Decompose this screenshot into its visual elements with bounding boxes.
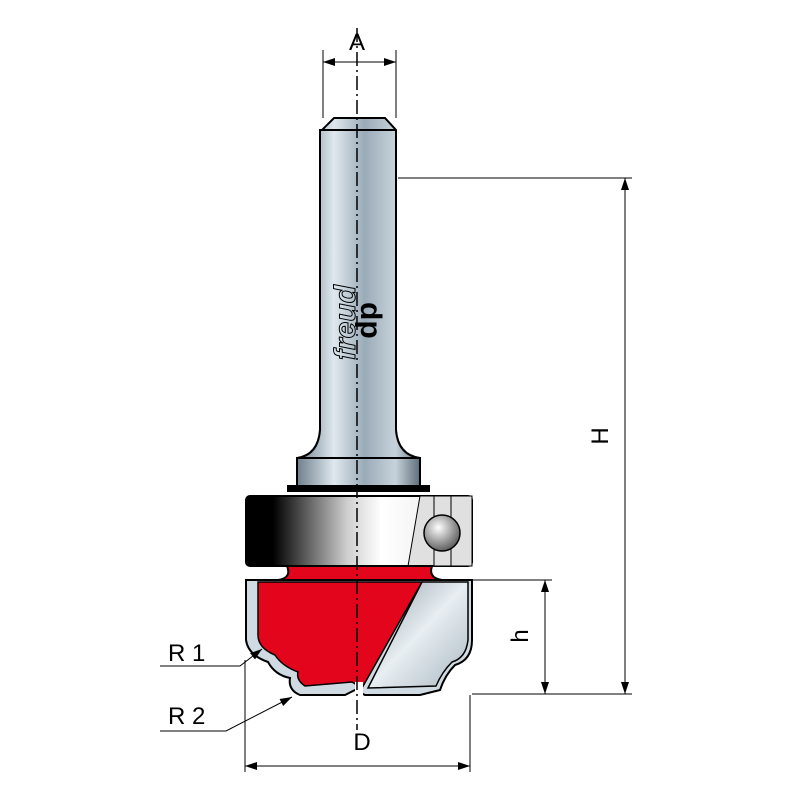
svg-text:R 2: R 2 — [168, 703, 205, 730]
cutter — [245, 579, 473, 696]
radius-R2-callout: R 2 — [160, 696, 293, 732]
svg-text:h: h — [507, 629, 534, 642]
svg-text:dp: dp — [354, 302, 387, 339]
svg-text:R 1: R 1 — [168, 640, 205, 667]
dimension-D: D — [244, 660, 471, 772]
svg-text:H: H — [587, 427, 614, 444]
dimension-A: A — [322, 29, 397, 118]
bearing — [245, 495, 473, 567]
svg-text:A: A — [349, 29, 365, 56]
dimension-H: H — [398, 177, 632, 695]
radius-R1-callout: R 1 — [160, 640, 263, 667]
bearing-ball — [423, 514, 461, 552]
dimension-h: h — [458, 579, 552, 694]
collar — [287, 457, 430, 492]
svg-text:D: D — [353, 729, 370, 756]
